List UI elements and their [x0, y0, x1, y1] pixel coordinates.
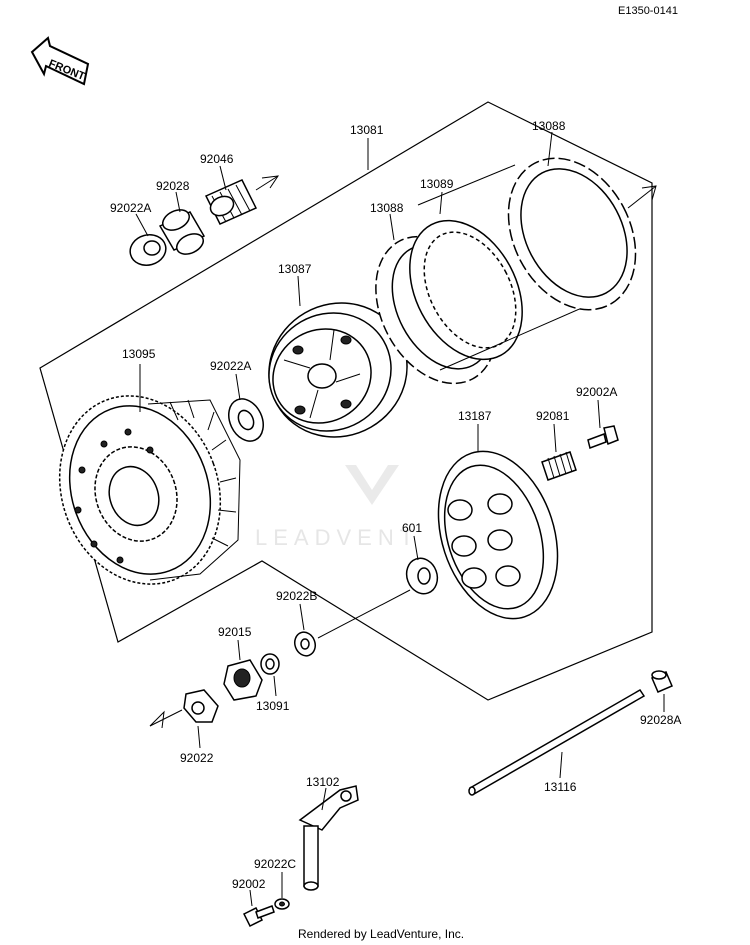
- diagram-code: E1350-0141: [618, 5, 678, 17]
- bearing-axis: [317, 589, 411, 639]
- washer-92022c: [274, 898, 290, 910]
- bolt-92002: [242, 905, 275, 928]
- spring-92081: [541, 451, 577, 481]
- nut-92015: [223, 659, 263, 701]
- label-92022b: 92022B: [276, 589, 317, 603]
- plate-axis: [439, 299, 601, 371]
- collar-13091: [260, 653, 280, 675]
- bolt-92002a: [587, 425, 619, 449]
- label-92002a: 92002A: [576, 385, 617, 399]
- label-92022a-mid: 92022A: [210, 359, 251, 373]
- label-92022a-top: 92022A: [110, 201, 151, 215]
- washer-axis: [149, 709, 183, 727]
- watermark-logo: LEADVENT: [255, 465, 419, 550]
- watermark-text: LEADVENT: [255, 525, 419, 550]
- label-13116: 13116: [544, 780, 577, 794]
- plate-bracket: [417, 164, 516, 206]
- arrow-icon-2: [641, 185, 657, 201]
- label-92028a: 92028A: [640, 713, 681, 727]
- label-13081: 13081: [350, 123, 384, 137]
- sleeve-92028: [158, 209, 206, 255]
- lock-washer-92022: [183, 689, 219, 723]
- release-lever-13102: [298, 785, 359, 891]
- axis-line-2: [627, 185, 657, 209]
- washer-92022a-top: [129, 234, 167, 266]
- label-13095: 13095: [122, 347, 156, 361]
- label-601: 601: [402, 521, 422, 535]
- label-92015: 92015: [218, 625, 252, 639]
- label-13102: 13102: [306, 775, 340, 789]
- label-92022: 92022: [180, 751, 214, 765]
- label-13089: 13089: [420, 177, 454, 191]
- steel-plate-13089: [409, 219, 523, 361]
- bearing-601: [405, 557, 439, 595]
- label-13087: 13087: [278, 262, 312, 276]
- footer-credit: Rendered by LeadVenture, Inc.: [298, 927, 464, 941]
- collar-92028a: [651, 670, 673, 693]
- friction-plate-13088-right: [507, 157, 637, 311]
- label-13088-left: 13088: [370, 201, 404, 215]
- arrow-icon: [261, 175, 280, 189]
- washer-92022b: [293, 631, 317, 657]
- pressure-plate-13187: [437, 450, 559, 620]
- label-92081: 92081: [536, 409, 570, 423]
- washer-92022a-mid: [228, 398, 264, 442]
- needle-bearing-92046: [204, 179, 258, 225]
- label-13187: 13187: [458, 409, 492, 423]
- clutch-hub-13087: [268, 302, 408, 438]
- push-rod-13116: [468, 688, 646, 796]
- label-13091: 13091: [256, 699, 290, 713]
- label-92022c: 92022C: [254, 857, 296, 871]
- label-92028: 92028: [156, 179, 190, 193]
- arrow-icon-3: [149, 710, 165, 729]
- assembly-outline: [39, 101, 653, 701]
- leader-lines: [135, 131, 665, 907]
- clutch-housing-13095: [58, 395, 241, 585]
- label-92046: 92046: [200, 152, 234, 166]
- label-92002: 92002: [232, 877, 266, 891]
- axis-line: [255, 175, 279, 191]
- front-arrow-icon: FRONT: [30, 36, 90, 86]
- label-13088-top: 13088: [532, 119, 566, 133]
